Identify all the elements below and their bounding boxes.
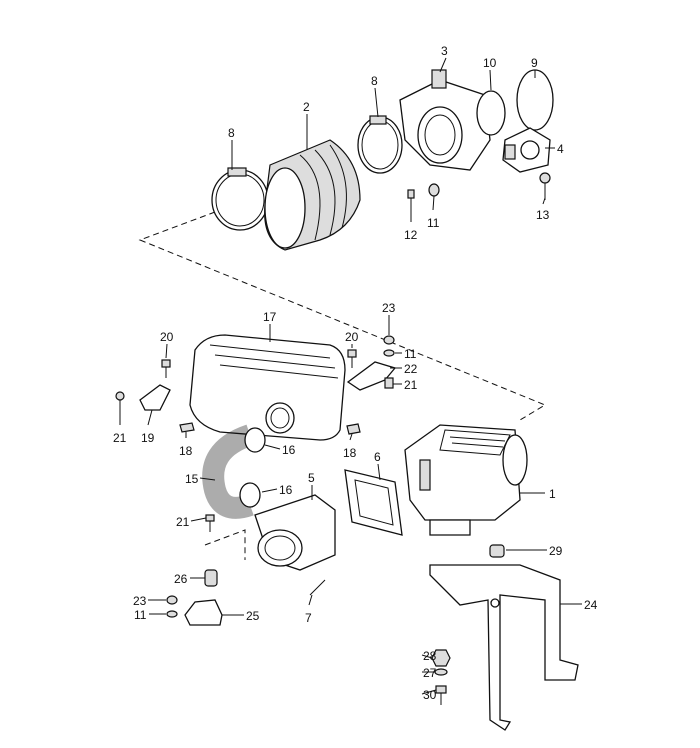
callout-13: 13 (536, 208, 550, 222)
callout-25: 25 (246, 609, 260, 623)
callout-20-left: 20 (160, 330, 174, 344)
callout-18-left: 18 (179, 444, 193, 458)
callout-19: 19 (141, 431, 155, 445)
callout-23-lower: 23 (133, 594, 147, 608)
intake-muffler (189, 334, 346, 441)
bolt-7 (309, 579, 326, 596)
callout-28: 28 (423, 649, 437, 663)
callout-16-upper: 16 (282, 443, 296, 457)
callout-20-right: 20 (345, 330, 359, 344)
callout-12: 12 (404, 228, 418, 242)
callout-18-right: 18 (343, 446, 357, 460)
callout-5: 5 (308, 471, 315, 485)
callout-21-lower: 21 (176, 515, 190, 529)
callout-7: 7 (305, 611, 312, 625)
mount-29 (489, 544, 505, 558)
nut-23-lower (166, 595, 178, 605)
callout-21-right: 21 (404, 378, 418, 392)
gasket (344, 469, 403, 536)
grommet-18-right (346, 423, 361, 435)
callout-30: 30 (423, 688, 437, 702)
callout-11-top: 11 (427, 216, 440, 230)
mount-26 (204, 569, 218, 587)
hose-clamp-16-lower (239, 482, 261, 508)
callout-8-left: 8 (228, 126, 235, 140)
bolt-21-left (115, 391, 125, 401)
throttle-body (399, 69, 491, 171)
washer-11-top (428, 183, 440, 197)
callout-27: 27 (423, 666, 437, 680)
support-bracket (429, 564, 579, 731)
grommet-18-left (179, 422, 195, 433)
callout-24: 24 (584, 598, 598, 612)
bracket-19 (139, 384, 171, 411)
o-ring-small (476, 90, 506, 136)
intake-hose (264, 139, 361, 251)
hose-clamp-left (211, 167, 269, 231)
bolt-20-left (161, 359, 171, 378)
nut-23-upper (383, 335, 395, 345)
bolt-21-right (384, 377, 394, 389)
callout-15: 15 (185, 472, 199, 486)
callout-3: 3 (441, 44, 448, 58)
leader-lines (119, 57, 582, 695)
bolt-20-right (347, 349, 357, 368)
callout-22: 22 (404, 362, 418, 376)
screw-12 (407, 189, 415, 220)
callout-16-lower: 16 (279, 483, 293, 497)
callout-4: 4 (557, 142, 564, 156)
callout-26: 26 (174, 572, 188, 586)
o-ring-large (516, 69, 554, 131)
callout-17: 17 (263, 310, 277, 324)
washer-11-upper (383, 349, 395, 357)
bolt-21-lower (205, 514, 215, 532)
callout-2: 2 (303, 100, 310, 114)
hose-clamp-right (357, 115, 403, 174)
bracket-22 (346, 361, 397, 391)
callout-29: 29 (549, 544, 563, 558)
throttle-sensor (502, 127, 551, 173)
callout-10: 10 (483, 56, 497, 70)
callout-11-lower: 11 (134, 608, 147, 622)
hose-clamp-16-upper (244, 427, 266, 453)
washer-27 (434, 668, 448, 676)
callout-11-upper: 11 (404, 347, 417, 361)
bolt-30 (435, 685, 447, 705)
air-flow-meter (404, 424, 528, 536)
callout-23-upper: 23 (382, 301, 396, 315)
bracket-25 (184, 599, 223, 626)
callout-8-right: 8 (371, 74, 378, 88)
intake-elbow (254, 494, 336, 571)
callout-9: 9 (531, 56, 538, 70)
callout-1: 1 (549, 487, 556, 501)
assembly-line-upper (138, 211, 547, 421)
callout-6: 6 (374, 450, 381, 464)
washer-11-lower (166, 610, 178, 618)
callout-21-left: 21 (113, 431, 127, 445)
nut-13 (539, 172, 551, 200)
elbow-hose (202, 424, 254, 519)
